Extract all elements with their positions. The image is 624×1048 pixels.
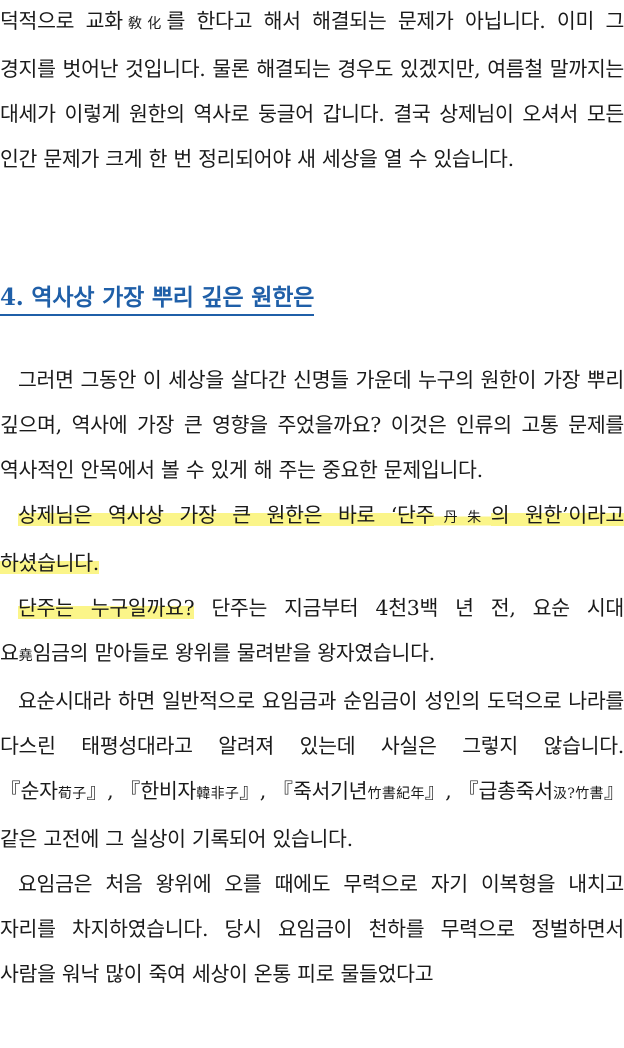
paragraph-p2: 상제님은 역사상 가장 큰 원한은 바로 ‘단주丹朱의 원한’이라고 하셨습니다… [0, 493, 624, 586]
paragraph-p4: 요순시대라 하면 일반적으로 요임금과 순임금이 성인의 도덕으로 나라를 다스… [0, 679, 624, 862]
hanja-gloss: 敎化 [122, 16, 167, 32]
highlighted-text: 상제님은 역사상 가장 큰 원한은 바로 ‘단주 [18, 503, 435, 527]
hanja-gloss: 丹朱 [434, 510, 491, 526]
hanja-gloss: 韓非子 [196, 786, 240, 802]
hanja-gloss: 汲?竹書 [552, 786, 604, 802]
text-run: 』 같은 고전에 그 실상이 기록되어 있습니다. [0, 779, 624, 851]
text-block-bottom: 그러면 그동안 이 세상을 살다간 신명들 가운데 누구의 원한이 가장 뿌리 … [0, 358, 624, 997]
paragraph-p1: 그러면 그동안 이 세상을 살다간 신명들 가운데 누구의 원한이 가장 뿌리 … [0, 358, 624, 493]
paragraph-p3: 단주는 누구일까요? 단주는 지금부터 4천3백 년 전, 요순 시대 요堯임금… [0, 586, 624, 679]
text-block-top: 덕적으로 교화敎化를 한다고 해서 해결되는 문제가 아닙니다. 이미 그 경지… [0, 0, 624, 182]
text-run: 덕적으로 교화 [0, 9, 123, 33]
text-run: 임금의 맏아들로 왕위를 물려받을 왕자였습니다. [32, 641, 436, 665]
hanja-gloss: 荀子 [57, 786, 87, 802]
text-run: 를 한다고 해서 해결되는 문제가 아닙니다. 이미 그 경지를 벗어난 것입니… [0, 9, 624, 171]
text-run: 요순시대라 하면 일반적으로 요임금과 순임금이 성인의 도덕으로 나라를 다스… [0, 689, 624, 803]
paragraph-p0: 덕적으로 교화敎化를 한다고 해서 해결되는 문제가 아닙니다. 이미 그 경지… [0, 0, 624, 182]
text-run: 』, 『급총죽서 [424, 779, 553, 803]
section-heading: 4. 역사상 가장 뿌리 깊은 원한은 [0, 283, 314, 316]
hanja-gloss: 竹書紀年 [367, 786, 425, 802]
text-run: 그러면 그동안 이 세상을 살다간 신명들 가운데 누구의 원한이 가장 뿌리 … [0, 368, 624, 482]
text-run: 』, 『한비자 [86, 779, 197, 803]
text-run: 단주는 지금부터 4천3백 년 전, 요순 시대 요 [0, 596, 624, 665]
hanja-gloss: 堯 [18, 648, 33, 664]
paragraph-p5: 요임금은 처음 왕위에 오를 때에도 무력으로 자기 이복형을 내치고 자리를 … [0, 862, 624, 997]
text-run: 』, 『죽서기년 [239, 779, 368, 803]
text-run: 요임금은 처음 왕위에 오를 때에도 무력으로 자기 이복형을 내치고 자리를 … [0, 872, 624, 986]
highlighted-text: 단주는 누구일까요? [18, 596, 195, 620]
section-heading-wrap: 4. 역사상 가장 뿌리 깊은 원한은 [0, 283, 314, 316]
